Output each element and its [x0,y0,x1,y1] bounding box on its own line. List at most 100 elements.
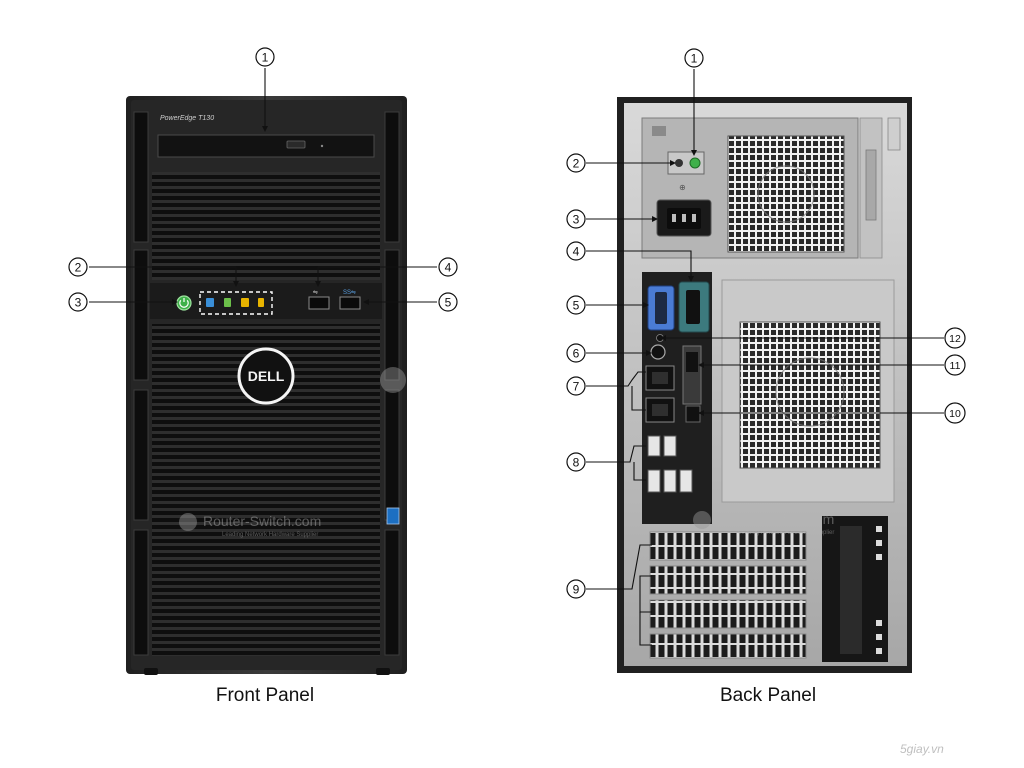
system-fan-grill [739,321,881,469]
svg-text:1: 1 [262,51,269,65]
svg-text:Router-Switch.com: Router-Switch.com [203,513,321,529]
usb2-port[interactable] [308,296,330,310]
back-callout-7: 7 [566,376,586,396]
svg-text:11: 11 [950,360,961,372]
system-id-led-icon [206,298,214,307]
temperature-led-icon [241,298,249,307]
rear-usb-3[interactable] [647,469,661,493]
front-foot-right [376,668,390,675]
back-callout-12: 12 [944,327,966,349]
back-callout-10: 10 [944,402,966,424]
vga-port[interactable] [647,285,675,331]
back-callouts: 1 2 3 4 5 6 7 8 9 10 11 12 [566,48,966,599]
front-callout-3: 3 [68,292,88,312]
front-callouts: 1 2 3 4 5 [68,47,458,312]
vflash-slot[interactable] [685,405,701,423]
back-callout-1: 1 [684,48,704,68]
back-callout-9: 9 [566,579,586,599]
front-leaders [89,68,437,303]
svg-text:1: 1 [691,52,698,66]
lock-icon [887,117,901,151]
led-group-outline [199,291,273,315]
front-watermark: Router-Switch.com Leading Network Hardwa… [179,513,321,538]
dell-logo: DELL [237,347,295,405]
psu-ground-icon: ⊕ [679,183,686,192]
front-callout-1: 1 [255,47,275,67]
rear-usb-5[interactable] [679,469,693,493]
back-callout-3: 3 [566,209,586,229]
serial-port[interactable] [678,281,710,333]
expansion-slots [649,531,807,659]
front-callout-5: 5 [438,292,458,312]
back-callout-2: 2 [566,153,586,173]
psu-status-led-icon [689,157,701,169]
rear-usb-2[interactable] [663,435,677,457]
pcie-slot-2[interactable] [649,565,807,595]
svg-text:4: 4 [445,261,452,275]
svg-text:6: 6 [573,347,580,361]
psu-diagnostic [667,151,705,175]
usb3-port[interactable] [339,296,361,310]
back-callout-4: 4 [566,241,586,261]
svg-text:2: 2 [573,157,580,171]
status-leds [206,298,264,307]
back-watermark: Router-Switch.com Leading Network Hardwa… [693,511,834,536]
bracket-holes [876,526,882,654]
svg-text:7: 7 [573,380,580,394]
power-inlet[interactable] [656,199,712,237]
back-leaders [586,69,944,646]
svg-text:2: 2 [75,261,82,275]
front-watermark-mark [380,367,406,393]
network-ports [645,365,675,423]
front-callout-4: 4 [438,257,458,277]
svg-text:5: 5 [445,296,452,310]
psu-label [652,126,666,136]
model-label: PowerEdge T130 [160,115,214,122]
svg-text:DELL: DELL [248,368,285,384]
front-side-vents [133,111,400,656]
usb-icon: ⇋ [313,290,318,296]
rear-usb-4[interactable] [663,469,677,493]
back-arrowheads [643,150,704,416]
svg-text:8: 8 [573,456,580,470]
svg-text:9: 9 [573,583,580,597]
back-panel: ⊕ [617,97,912,673]
svg-text:Leading Network Hardware Suppl: Leading Network Hardware Supplier [738,530,834,536]
front-panel: PowerEdge T130 ⇋ SS⇋ [126,96,407,675]
svg-text:Leading Network Hardware Suppl: Leading Network Hardware Supplier [222,532,318,538]
rear-usb-1[interactable] [647,435,661,457]
site-watermark: 5giay.vn [900,742,944,756]
svg-text:5: 5 [573,299,580,313]
intel-badge-icon [386,507,400,525]
back-callout-11: 11 [944,354,966,376]
back-callout-8: 8 [566,452,586,472]
svg-text:Router-Switch.com: Router-Switch.com [716,511,834,527]
svg-text:3: 3 [573,213,580,227]
hdd-led-icon [224,298,231,307]
front-panel-caption: Front Panel [215,685,315,706]
back-callout-6: 6 [566,343,586,363]
usb-ports [647,435,693,493]
svg-text:12: 12 [949,333,961,345]
usb3-icon: SS⇋ [343,290,356,296]
front-usb-ports: ⇋ SS⇋ [308,290,361,310]
pcie-slot-1[interactable] [649,531,807,561]
front-foot-left [144,668,158,675]
back-callout-5: 5 [566,295,586,315]
psu-fan-grill [727,135,845,253]
svg-text:3: 3 [75,296,82,310]
svg-text:10: 10 [949,408,961,420]
power-button[interactable] [176,295,192,311]
front-arrowheads [172,126,369,305]
pcie-slot-4[interactable] [649,633,807,659]
svg-text:4: 4 [573,245,580,259]
back-panel-caption: Back Panel [719,685,817,706]
optical-drive [157,134,375,158]
front-upper-grill [152,172,380,280]
front-callout-2: 2 [68,257,88,277]
eject-button[interactable] [286,140,306,149]
psu-diag-button[interactable] [675,159,683,167]
system-id-port[interactable] [650,344,666,360]
pcie-slot-3[interactable] [649,599,807,629]
